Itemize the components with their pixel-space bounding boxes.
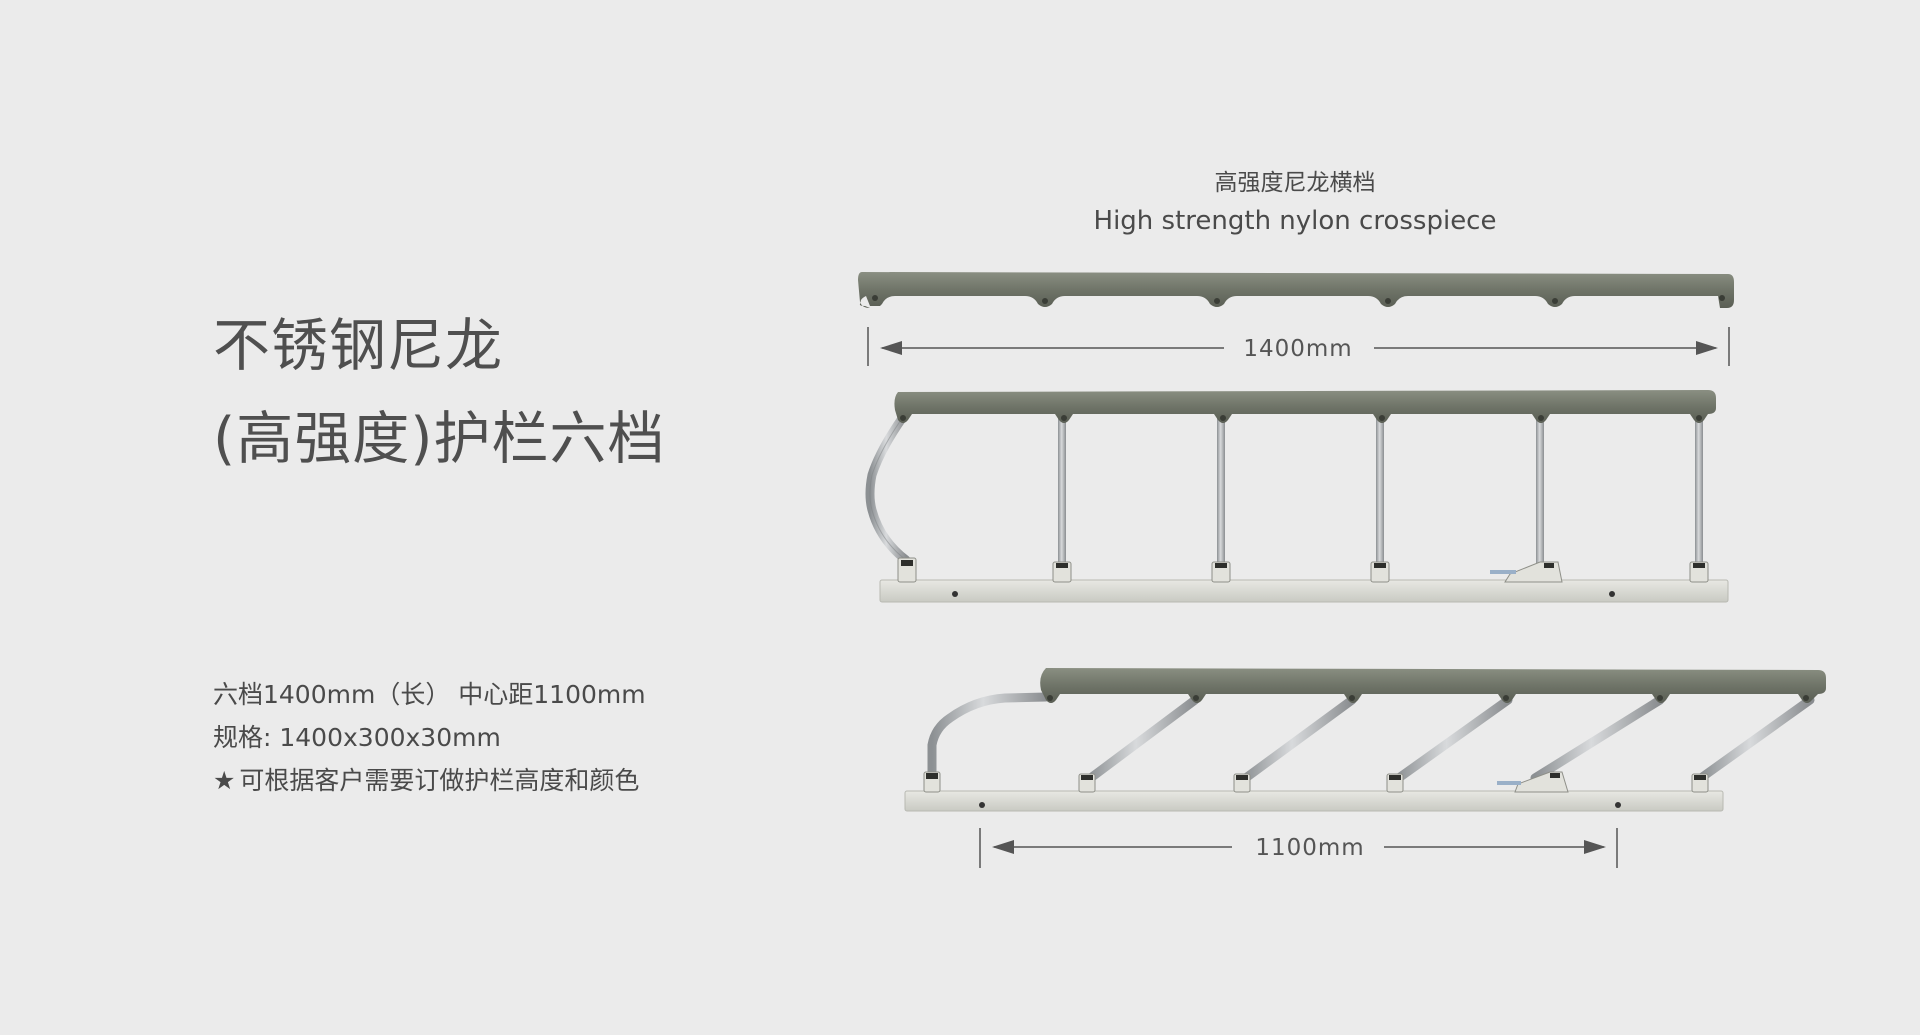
product-title: 不锈钢尼龙 (高强度)护栏六档: [213, 300, 665, 486]
upright-top-rail: [894, 390, 1716, 423]
star-icon: ★: [213, 766, 236, 795]
folded-base-bar: [904, 790, 1724, 812]
crosspiece-rail: [858, 272, 1734, 308]
crosspiece-caption-cn: 高强度尼龙横档: [1214, 170, 1376, 196]
nylon-crosspiece: [858, 272, 1734, 308]
upright-base-bar: [879, 579, 1729, 603]
spec-size-line: 六档1400mm（长） 中心距1100mm: [213, 680, 646, 709]
spec-custom-note: ★可根据客户需要订做护栏高度和颜色: [213, 759, 646, 802]
center-distance-label: 1100mm: [1255, 835, 1364, 861]
crosspiece-caption-en: High strength nylon crosspiece: [1093, 206, 1497, 236]
guardrail-folded: [904, 668, 1826, 812]
title-line-1: 不锈钢尼龙: [213, 313, 503, 379]
center-distance-dimension: 1100mm: [979, 828, 1618, 868]
guardrail-upright: [865, 390, 1729, 603]
title-line-2: (高强度)护栏六档: [213, 406, 666, 472]
length-dimension: 1400mm: [867, 327, 1730, 366]
spec-list: 六档1400mm（长） 中心距1100mm 规格: 1400x300x30mm …: [213, 673, 646, 802]
folded-top-rail: [1040, 668, 1826, 703]
custom-note-text: 可根据客户需要订做护栏高度和颜色: [239, 766, 640, 795]
length-dimension-label: 1400mm: [1243, 336, 1352, 362]
spec-dimension-line: 规格: 1400x300x30mm: [213, 723, 501, 752]
